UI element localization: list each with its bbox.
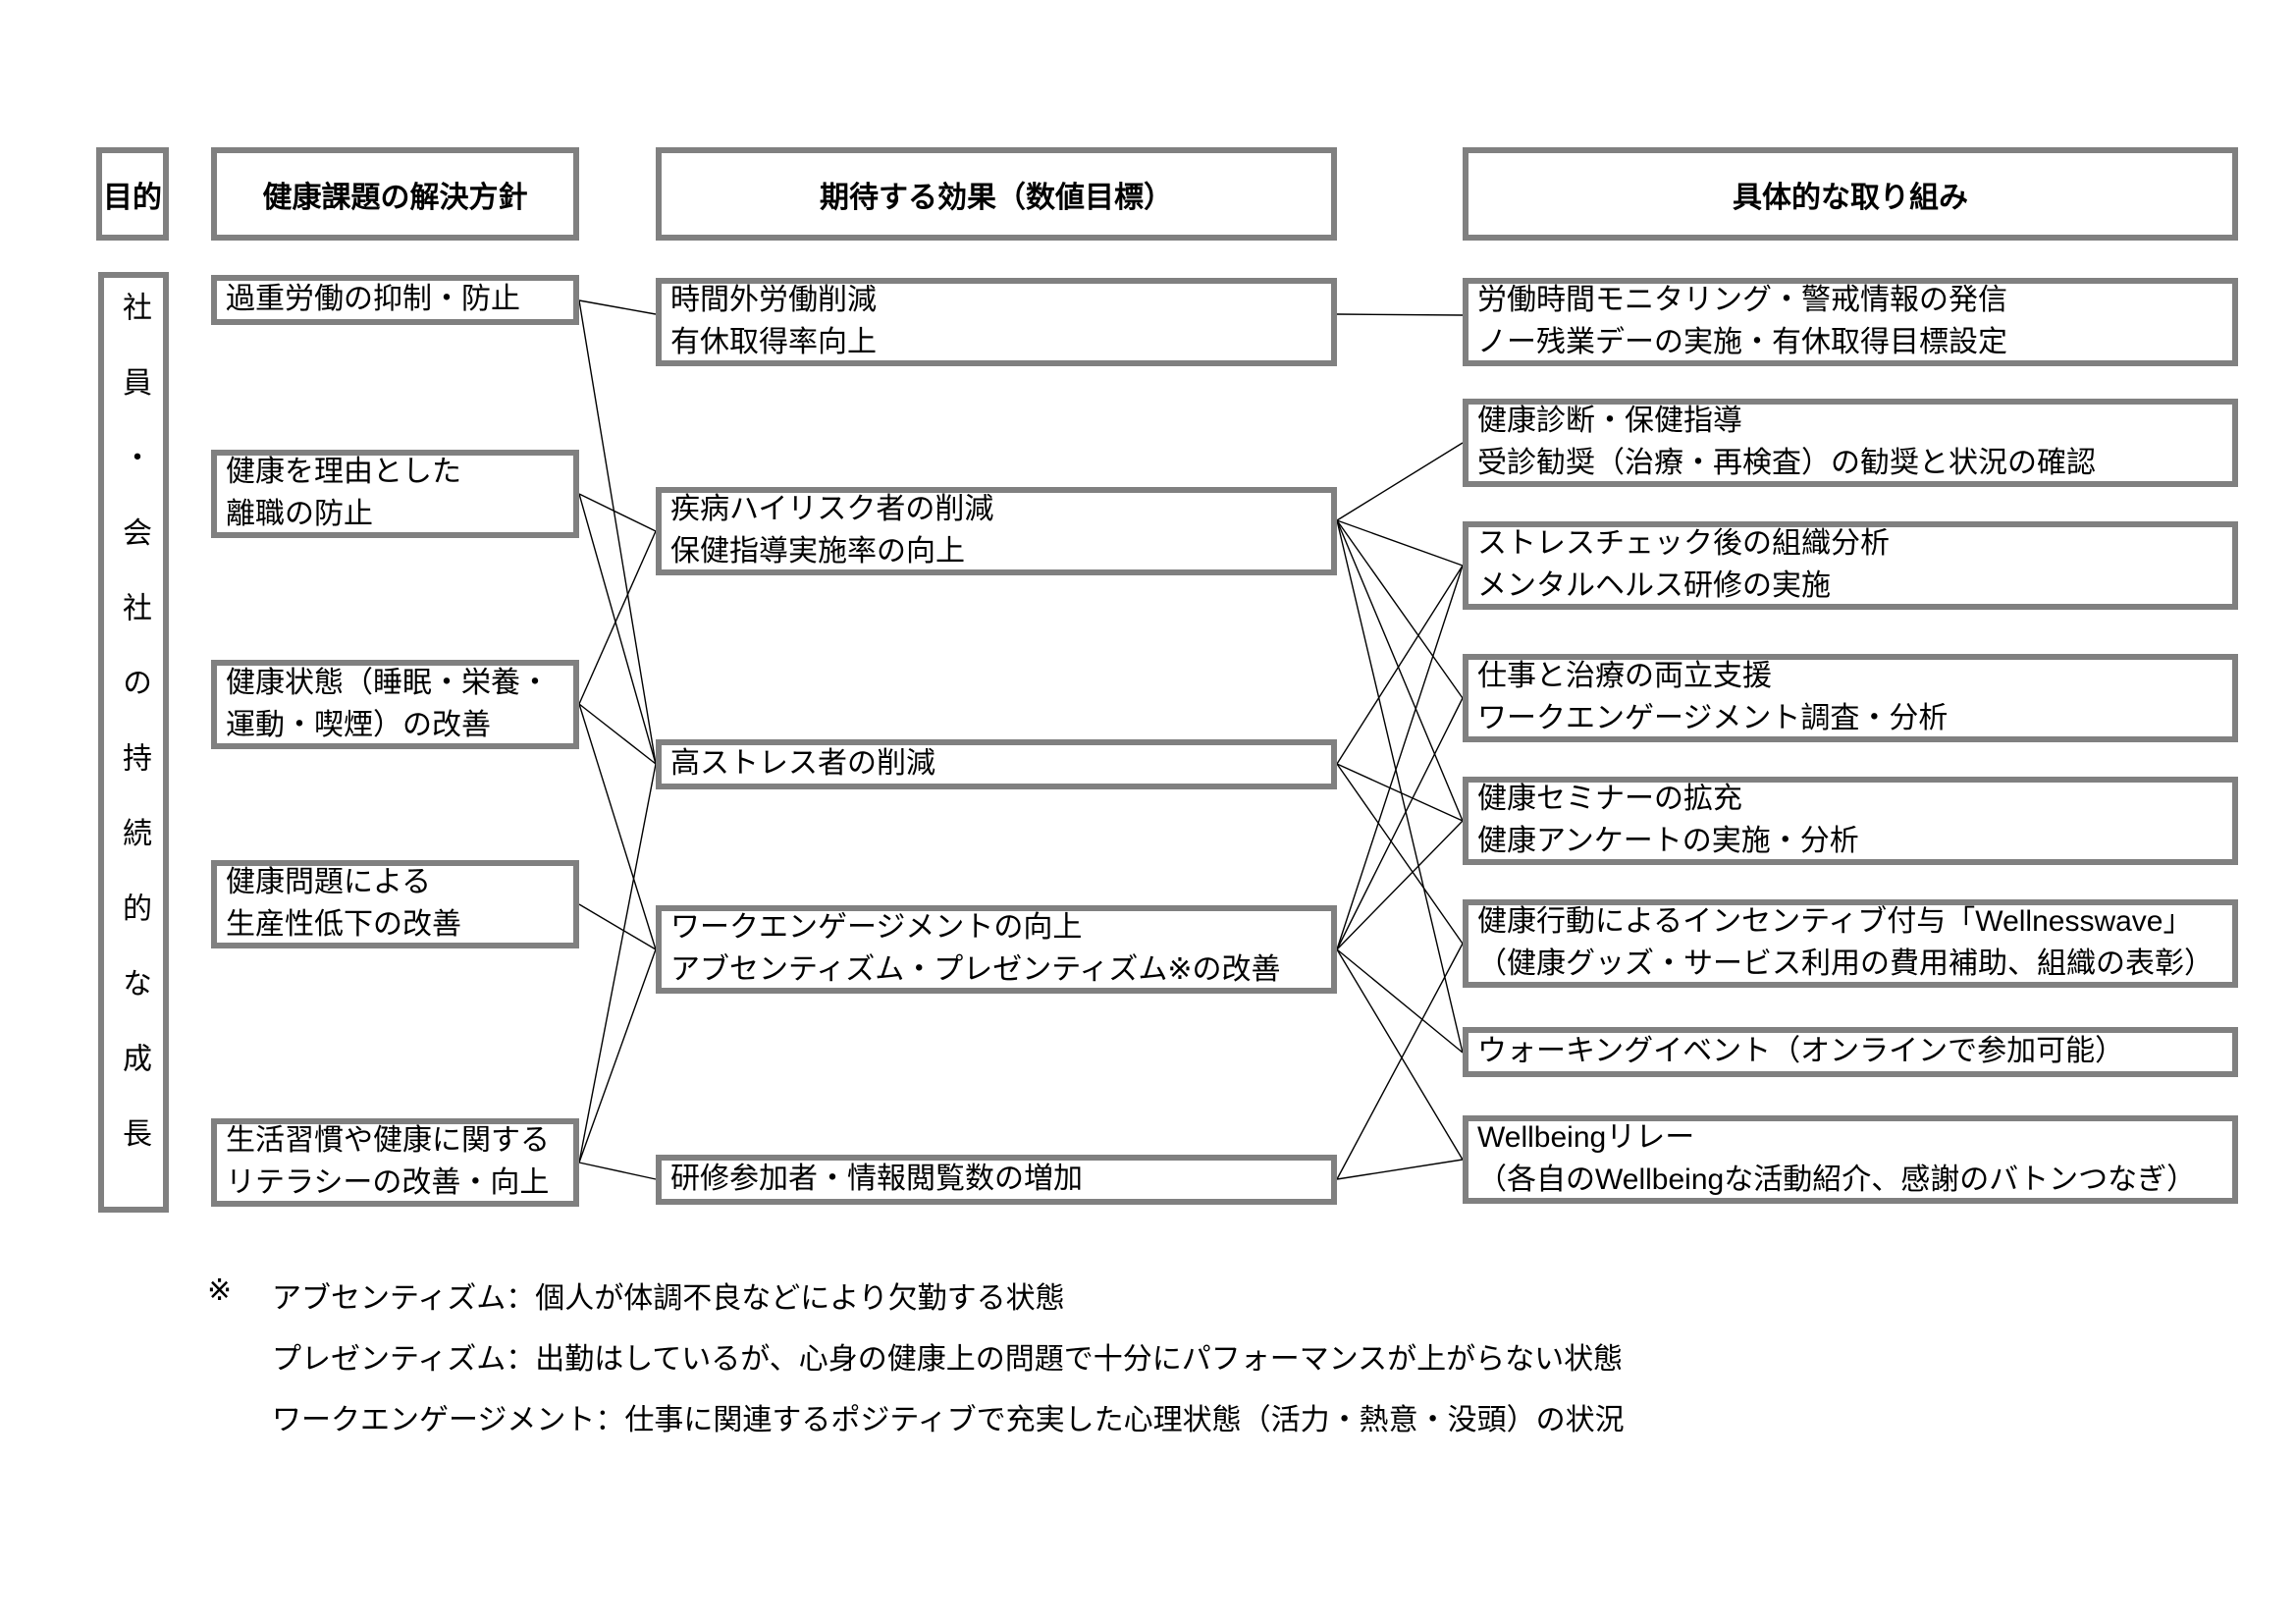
connector-line	[1336, 442, 1464, 521]
box-text: 生活習慣や健康に関する	[226, 1124, 550, 1158]
box-text: リテラシーの改善・向上	[226, 1166, 550, 1199]
solution-box-literacy: 生活習慣や健康に関する リテラシーの改善・向上	[211, 1118, 579, 1207]
connector-line	[578, 299, 657, 765]
connector-line	[1336, 565, 1464, 950]
connector-line	[578, 1162, 657, 1180]
box-text: 高ストレス者の削減	[670, 747, 935, 781]
footnote-presenteeism: プレゼンティズム：出勤はしているが、心身の健康上の問題で十分にパフォーマンスが上…	[272, 1343, 1624, 1376]
connector-line	[578, 763, 657, 1164]
initiative-box-health-seminar: 健康セミナーの拡充 健康アンケートの実施・分析	[1463, 777, 2238, 865]
box-text: 保健指導実施率の向上	[670, 535, 965, 568]
solution-box-overwork-prevention: 過重労働の抑制・防止	[211, 275, 579, 325]
footnote-marker: ※	[207, 1274, 233, 1307]
box-text: ストレスチェック後の組織分析	[1477, 527, 1890, 561]
box-text: 時間外労働削減	[670, 284, 877, 317]
connector-line	[578, 530, 657, 705]
initiative-box-stress-check: ストレスチェック後の組織分析 メンタルヘルス研修の実施	[1463, 521, 2238, 610]
box-text: 健康アンケートの実施・分析	[1477, 825, 1859, 857]
effect-box-training-participation: 研修参加者・情報閲覧数の増加	[656, 1155, 1337, 1205]
footnote-work-engagement: ワークエンゲージメント：仕事に関連するポジティブで充実した心理状態（活力・熱意・…	[272, 1404, 1625, 1436]
box-text: 疾病ハイリスク者の削減	[670, 493, 994, 526]
connector-line	[578, 903, 657, 950]
box-text: （各自のWellbeingな活動紹介、感謝のバトンつなぎ）	[1477, 1164, 2197, 1196]
box-text: ワークエンゲージメント調査・分析	[1477, 702, 1949, 734]
box-text: 仕事と治療の両立支援	[1477, 660, 1772, 693]
initiative-box-health-checkup: 健康診断・保健指導 受診勧奨（治療・再検査）の勧奨と状況の確認	[1463, 399, 2238, 487]
box-text: 過重労働の抑制・防止	[226, 283, 520, 316]
header-purpose-label: 目的	[103, 181, 162, 214]
box-text: 離職の防止	[226, 498, 373, 530]
connector-line	[1336, 763, 1464, 945]
box-text: 健康を理由とした	[226, 456, 461, 489]
connector-line	[1336, 519, 1464, 822]
box-text: 健康診断・保健指導	[1477, 405, 1742, 438]
initiative-box-work-treatment-support: 仕事と治療の両立支援 ワークエンゲージメント調査・分析	[1463, 654, 2238, 742]
header-initiatives-label: 具体的な取り組み	[1733, 181, 1968, 214]
effect-box-engagement: ワークエンゲージメントの向上 アブセンティズム・プレゼンティズム※の改善	[656, 905, 1337, 994]
box-text: 健康状態（睡眠・栄養・	[226, 666, 550, 699]
initiative-box-incentive-wellnesswave: 健康行動によるインセンティブ付与「Wellnesswave」 （健康グッズ・サー…	[1463, 899, 2238, 988]
connector-line	[578, 299, 657, 315]
connector-line	[1336, 697, 1464, 950]
initiative-box-wellbeing-relay: Wellbeingリレー （各自のWellbeingな活動紹介、感謝のバトンつな…	[1463, 1115, 2238, 1204]
box-text: 健康セミナーの拡充	[1477, 783, 1742, 816]
footnote-absenteeism: アブセンティズム：個人が体調不良などにより欠勤する状態	[272, 1282, 1065, 1315]
box-text: 労働時間モニタリング・警戒情報の発信	[1477, 284, 2007, 317]
effect-box-overtime-reduction: 時間外労働削減 有休取得率向上	[656, 278, 1337, 366]
box-text: 運動・喫煙）の改善	[226, 708, 491, 741]
connector-line	[1336, 948, 1464, 1054]
connector-line	[1336, 313, 1464, 316]
box-text: Wellbeingリレー	[1477, 1121, 1695, 1155]
solution-box-health-condition: 健康状態（睡眠・栄養・ 運動・喫煙）の改善	[211, 660, 579, 749]
connector-line	[578, 703, 657, 765]
solution-box-productivity: 健康問題による 生産性低下の改善	[211, 860, 579, 948]
header-solutions: 健康課題の解決方針	[211, 147, 579, 241]
connector-line	[1336, 763, 1464, 822]
header-effects-label: 期待する効果（数値目標）	[820, 181, 1173, 214]
purpose-box-label: 社員・会社の持続的な成長	[118, 292, 150, 1193]
initiative-box-walking-event: ウォーキングイベント（オンラインで参加可能）	[1463, 1027, 2238, 1077]
connector-line	[578, 948, 657, 1164]
effect-box-highrisk-reduction: 疾病ハイリスク者の削減 保健指導実施率の向上	[656, 487, 1337, 575]
box-text: 研修参加者・情報閲覧数の増加	[670, 1163, 1083, 1196]
box-text: メンタルヘルス研修の実施	[1477, 569, 1831, 602]
connector-line	[1336, 519, 1464, 567]
connector-line	[1336, 519, 1464, 699]
box-text: 健康行動によるインセンティブ付与「Wellnesswave」	[1477, 905, 2193, 939]
connector-line	[1336, 565, 1464, 765]
box-text: 受診勧奨（治療・再検査）の勧奨と状況の確認	[1477, 447, 2096, 479]
box-text: ワークエンゲージメントの向上	[670, 911, 1083, 945]
header-effects: 期待する効果（数値目標）	[656, 147, 1337, 241]
connector-line	[1336, 519, 1464, 1054]
purpose-box: 社員・会社の持続的な成長	[98, 272, 169, 1213]
header-solutions-label: 健康課題の解決方針	[262, 181, 528, 214]
header-purpose: 目的	[96, 147, 169, 241]
box-text: 健康問題による	[226, 866, 432, 899]
header-initiatives: 具体的な取り組み	[1463, 147, 2238, 241]
connector-line	[578, 493, 657, 765]
initiative-box-worktime-monitoring: 労働時間モニタリング・警戒情報の発信 ノー残業デーの実施・有休取得目標設定	[1463, 278, 2238, 366]
box-text: 有休取得率向上	[670, 326, 877, 358]
connector-line	[578, 493, 657, 532]
connector-line	[1336, 943, 1464, 1180]
box-text: ウォーキングイベント（オンラインで参加可能）	[1477, 1035, 2125, 1068]
connector-line	[1336, 948, 1464, 1161]
effect-box-stress-reduction: 高ストレス者の削減	[656, 739, 1337, 789]
connector-line	[1336, 820, 1464, 950]
box-text: アブセンティズム・プレゼンティズム※の改善	[670, 953, 1281, 986]
solution-box-turnover-prevention: 健康を理由とした 離職の防止	[211, 450, 579, 538]
box-text: 生産性低下の改善	[226, 908, 461, 941]
box-text: ノー残業デーの実施・有休取得目標設定	[1477, 326, 2007, 358]
box-text: （健康グッズ・サービス利用の費用補助、組織の表彰）	[1477, 947, 2214, 980]
connector-line	[578, 703, 657, 950]
connector-line	[1336, 1159, 1464, 1180]
